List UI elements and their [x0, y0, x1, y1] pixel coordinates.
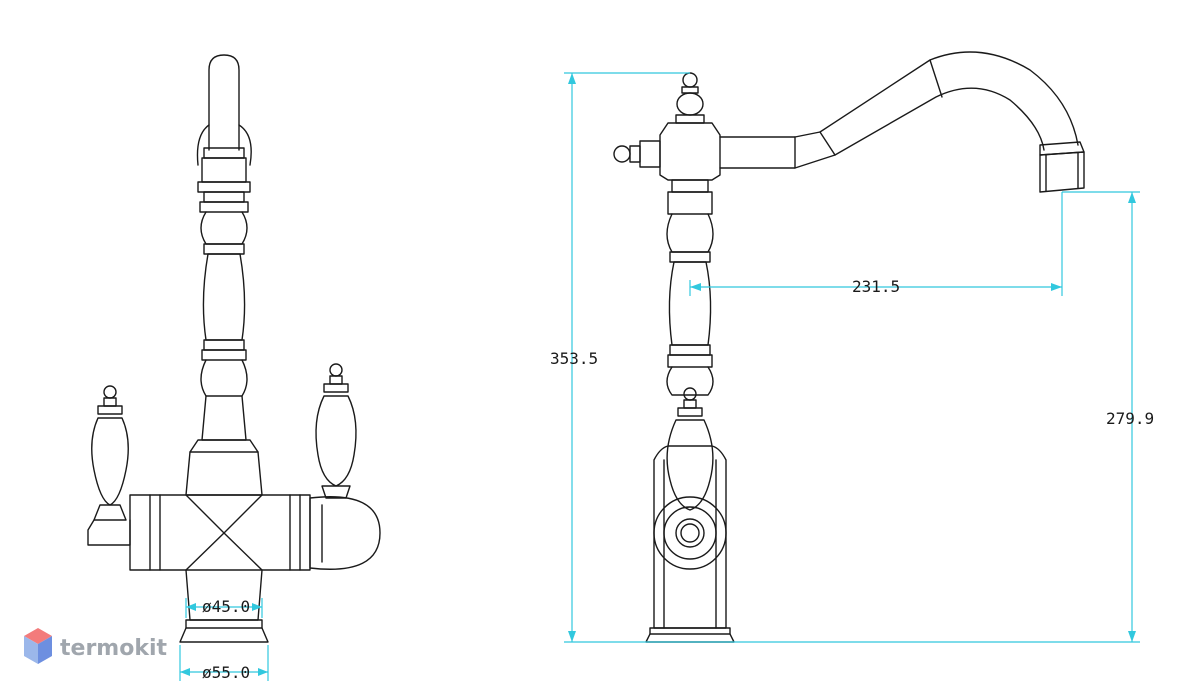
front-view — [87, 54, 381, 643]
front-dimensions: ø45.0 ø55.0 — [179, 597, 269, 682]
total-height-label: 353.5 — [550, 349, 598, 368]
termokit-logo: termokit — [24, 628, 167, 664]
side-dimensions: 353.5 231.5 279.9 — [550, 72, 1154, 643]
base-outer-diameter-label: ø55.0 — [202, 663, 250, 682]
spout-reach-label: 231.5 — [852, 277, 900, 296]
base-inner-diameter-label: ø45.0 — [202, 597, 250, 616]
side-view — [613, 51, 1085, 643]
spout-height-label: 279.9 — [1106, 409, 1154, 428]
logo-wordmark: termokit — [60, 636, 167, 661]
